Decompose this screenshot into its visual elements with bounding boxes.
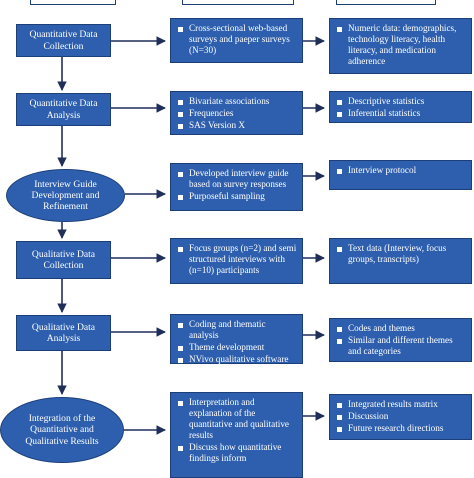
procedures-box-2: Bivariate associations Frequencies SAS V… bbox=[170, 91, 303, 135]
procedure-item: Purposeful sampling bbox=[176, 191, 297, 202]
product-item: Integrated results matrix bbox=[335, 399, 466, 410]
product-item: Similar and different themes and categor… bbox=[335, 335, 466, 357]
stage-label: Integration of the Quantitative and Qual… bbox=[25, 413, 99, 447]
procedures-box-3: Developed interview guide based on surve… bbox=[170, 163, 303, 211]
stage-label: Qualitative Data Collection bbox=[31, 248, 96, 271]
procedures-box-1: Cross-sectional web-based surveys and pa… bbox=[170, 18, 303, 63]
stage-qualitative-data-analysis: Qualitative Data Analysis bbox=[16, 315, 111, 351]
procedure-item: Discuss how quantitative findings inform bbox=[176, 442, 297, 464]
procedure-item: Bivariate associations bbox=[176, 96, 297, 107]
stage-quantitative-data-collection: Quantitative Data Collection bbox=[16, 24, 111, 57]
procedure-item: Interpretation and explanation of the qu… bbox=[176, 397, 297, 441]
stage-qualitative-data-collection: Qualitative Data Collection bbox=[16, 241, 111, 279]
products-box-5: Codes and themes Similar and different t… bbox=[329, 318, 472, 362]
stage-label: Quantitative Data Collection bbox=[29, 29, 98, 52]
procedures-box-5: Coding and thematic analysis Theme devel… bbox=[170, 314, 303, 364]
column-header-products bbox=[336, 0, 436, 5]
column-header-stage bbox=[30, 0, 116, 5]
procedure-item: NVivo qualitative software bbox=[176, 354, 297, 365]
procedure-item: Frequencies bbox=[176, 108, 297, 119]
stage-integration-of-results: Integration of the Quantitative and Qual… bbox=[0, 397, 124, 463]
stage-interview-guide-development: Interview Guide Development and Refineme… bbox=[6, 169, 125, 222]
procedure-item: Cross-sectional web-based surveys and pa… bbox=[176, 23, 297, 56]
product-item: Future research directions bbox=[335, 423, 466, 434]
product-item: Inferential statistics bbox=[335, 108, 466, 119]
procedure-item: Coding and thematic analysis bbox=[176, 319, 297, 341]
products-box-1: Numeric data: demographics, technology l… bbox=[329, 18, 472, 74]
product-item: Interview protocol bbox=[335, 165, 466, 176]
column-header-procedures bbox=[182, 0, 294, 5]
procedure-item: Focus groups (n=2) and semi structured i… bbox=[176, 243, 297, 276]
products-box-6: Integrated results matrix Discussion Fut… bbox=[329, 394, 472, 440]
procedures-box-4: Focus groups (n=2) and semi structured i… bbox=[170, 238, 303, 284]
products-box-4: Text data (Interview, focus groups, tran… bbox=[329, 238, 472, 284]
stage-label: Qualitative Data Analysis bbox=[31, 321, 96, 344]
stage-quantitative-data-analysis: Quantitative Data Analysis bbox=[16, 93, 111, 126]
products-box-2: Descriptive statistics Inferential stati… bbox=[329, 91, 472, 123]
product-item: Numeric data: demographics, technology l… bbox=[335, 23, 466, 67]
procedures-box-6: Interpretation and explanation of the qu… bbox=[170, 392, 303, 478]
procedure-item: SAS Version X bbox=[176, 120, 297, 131]
stage-label: Interview Guide Development and Refineme… bbox=[31, 178, 100, 213]
procedure-item: Theme development bbox=[176, 342, 297, 353]
stage-label: Quantitative Data Analysis bbox=[29, 98, 98, 121]
product-item: Discussion bbox=[335, 411, 466, 422]
product-item: Descriptive statistics bbox=[335, 96, 466, 107]
products-box-3: Interview protocol bbox=[329, 160, 472, 190]
product-item: Codes and themes bbox=[335, 323, 466, 334]
procedure-item: Developed interview guide based on surve… bbox=[176, 168, 297, 190]
product-item: Text data (Interview, focus groups, tran… bbox=[335, 243, 466, 265]
